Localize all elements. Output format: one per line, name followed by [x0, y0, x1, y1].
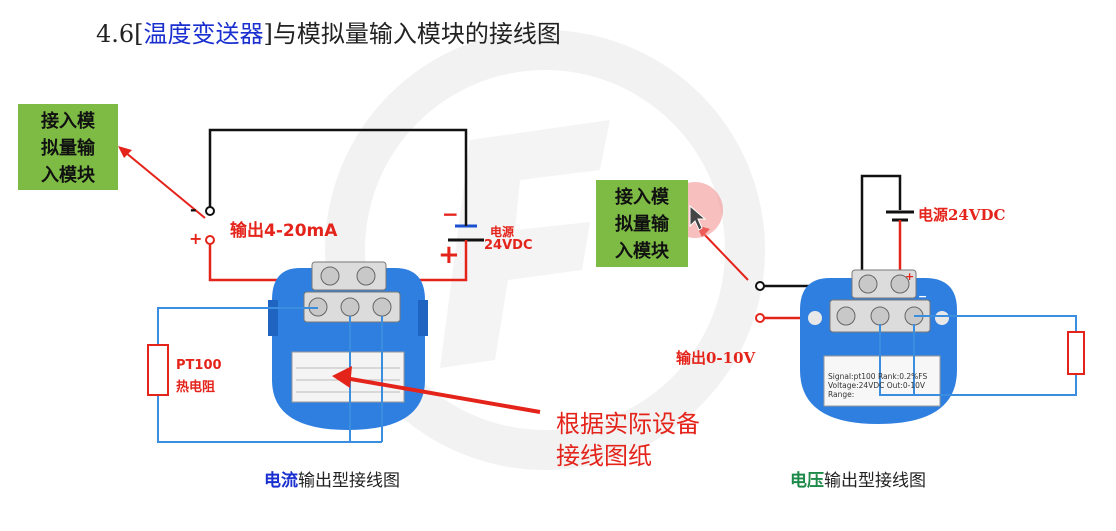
blue-wire-right-c: [879, 324, 914, 396]
title-prefix: 4.6[: [96, 20, 144, 48]
right-module-box: 接入模 拟量输 入模块: [596, 180, 688, 267]
power-label-line2: 24VDC: [484, 238, 533, 253]
plus-terminal-sign: +: [189, 229, 203, 248]
right-module-line-1: 接入模: [615, 187, 669, 208]
black-wire-left: [208, 128, 468, 211]
page-title: 4.6[温度变送器]与模拟量输入模块的接线图: [96, 14, 561, 49]
output-current-label: 输出4-20mA: [230, 221, 338, 241]
label-out: Out:0-10V: [886, 381, 926, 390]
minus-terminal-sign: -: [190, 200, 197, 219]
wiring-note-line1: 根据实际设备: [556, 410, 700, 438]
right-caption-rest: 输出型接线图: [824, 471, 926, 491]
right-output-label: 输出0-10V: [676, 349, 756, 367]
label-voltage: Voltage:24VDC: [828, 381, 885, 390]
right-caption-highlight: 电压: [790, 471, 824, 491]
pt100-label-line2: 热电阻: [176, 380, 216, 395]
right-module-line-3: 入模块: [615, 241, 669, 262]
right-power-label: 电源24VDC: [918, 206, 1006, 224]
cursor-pointer-icon: [689, 204, 707, 231]
left-caption-highlight: 电流: [264, 471, 298, 491]
label-range: Range:: [828, 390, 855, 399]
right-device-minus: −: [918, 290, 928, 303]
blue-wire-left-a: [157, 307, 318, 345]
right-module-line-2: 拟量输: [615, 214, 669, 235]
blue-wire-right-a: [914, 315, 1077, 332]
label-signal: Signal:pt100: [828, 372, 876, 381]
label-rank: Rank:0.2%FS: [877, 372, 928, 381]
left-module-line-3: 入模块: [41, 165, 95, 186]
power-label-line1: 电源: [490, 225, 515, 239]
wiring-note-line2: 接线图纸: [556, 442, 652, 470]
right-device-label-plate: Signal:pt100 Rank:0.2%FS Voltage:24VDC O…: [828, 372, 927, 399]
right-resistor: [1067, 331, 1085, 375]
right-caption: 电压输出型接线图: [790, 466, 926, 491]
blue-wire-right-b: [913, 324, 1077, 396]
title-highlight: 温度变送器: [143, 20, 264, 48]
left-module-line-2: 拟量输: [41, 138, 95, 159]
left-caption: 电流输出型接线图: [264, 466, 400, 491]
battery-plus-sign: +: [438, 240, 460, 270]
battery-minus-sign: −: [442, 202, 459, 226]
pt100-resistor: [147, 344, 169, 396]
left-module-line-1: 接入模: [41, 111, 95, 132]
wiring-note: 根据实际设备 接线图纸: [556, 408, 700, 472]
right-device-plus: +: [905, 270, 915, 283]
title-suffix: ]与模拟量输入模块的接线图: [263, 20, 561, 48]
pt100-label-line1: PT100: [176, 358, 222, 373]
left-caption-rest: 输出型接线图: [298, 471, 400, 491]
left-module-box: 接入模 拟量输 入模块: [18, 104, 118, 190]
